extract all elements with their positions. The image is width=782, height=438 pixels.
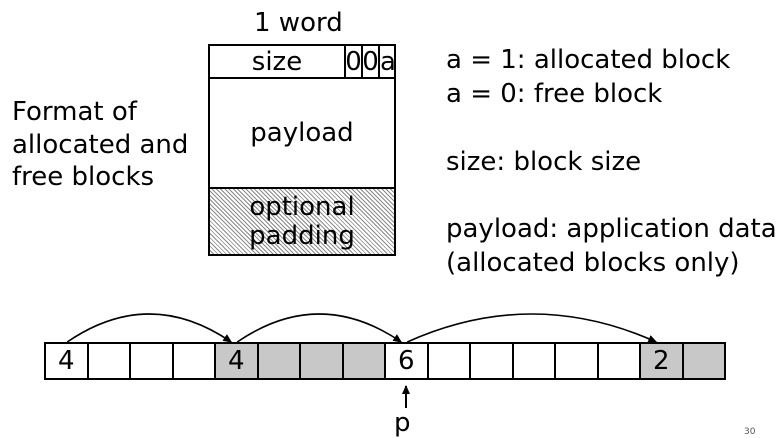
legend: a = 1: allocated block a = 0: free block… [446,44,777,281]
padding-line-2: padding [249,220,355,251]
heap-word [89,344,131,378]
heap-word: 2 [641,344,684,378]
padding-line-1: optional [249,191,355,222]
block-format-box: size 0 0 a payload optional padding [208,44,396,256]
next-block-arc [236,313,403,343]
payload-label: payload [250,118,354,148]
heap-word [429,344,471,378]
heap-word [258,344,301,378]
heap-word [301,344,344,378]
heap-word [556,344,599,378]
heap-word [599,344,641,378]
heap-word: 6 [386,344,429,378]
heap-word [174,344,216,378]
heap-word [514,344,556,378]
heap-word: 4 [216,344,259,378]
allocated-bit: a [378,46,396,77]
legend-payload: payload: application data [446,214,777,245]
zero-bit-1: 0 [344,46,362,77]
legend-free: a = 0: free block [446,78,663,109]
legend-payload-note: (allocated blocks only) [446,248,740,279]
legend-spacer [446,112,777,146]
header-row: size 0 0 a [210,46,396,79]
heap-word [471,344,514,378]
word-width-label: 1 word [254,8,343,38]
heap-word [683,344,726,378]
next-block-arc [406,313,658,343]
size-field: size [251,46,303,77]
next-block-arc [66,313,233,343]
padding-row: optional padding [210,189,394,254]
heap-word [343,344,386,378]
heap-word: 4 [46,344,89,378]
legend-spacer-2 [446,179,777,213]
zero-bit-2: 0 [361,46,379,77]
heap-word [131,344,174,378]
format-title: Format of allocated and free blocks [12,97,189,192]
page-number: 30 [744,427,756,437]
legend-allocated: a = 1: allocated block [446,45,731,75]
payload-row: payload [210,79,394,189]
heap-array: 4 4 6 2 [44,342,726,380]
padding-label: optional padding [210,189,394,254]
pointer-label: p [394,408,411,438]
legend-size: size: block size [446,146,642,177]
